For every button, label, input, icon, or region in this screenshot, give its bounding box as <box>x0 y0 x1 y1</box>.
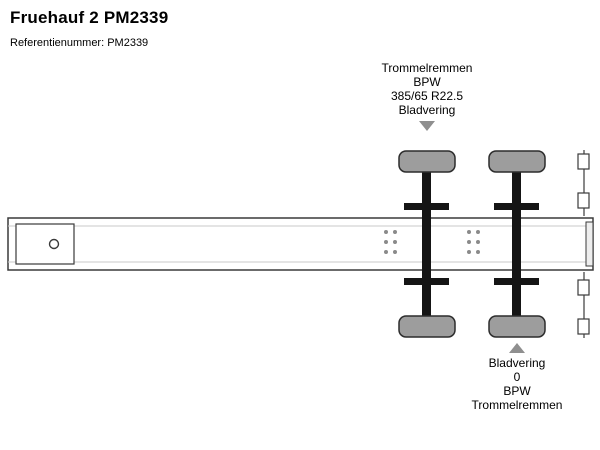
annotation-line: Bladvering <box>488 356 546 370</box>
annotation-line: 0 <box>513 370 521 384</box>
arrow-down-icon <box>419 121 435 131</box>
wheel <box>398 150 456 173</box>
bottom-annotation: Bladvering 0 BPW Trommelremmen <box>432 343 600 412</box>
wheel <box>398 315 456 338</box>
arrow-up-icon <box>509 343 525 353</box>
rear-end-plate <box>585 221 594 267</box>
axle-2 <box>488 150 546 338</box>
axle-1 <box>398 150 456 338</box>
wheel <box>488 315 546 338</box>
annotation-line: BPW <box>503 384 531 398</box>
reference-number: Referentienummer: PM2339 <box>10 37 149 49</box>
top-annotation: Trommelremmen BPW 385/65 R22.5 Bladverin… <box>342 61 512 131</box>
kingpin <box>48 238 60 250</box>
annotation-line: Trommelremmen <box>471 398 563 412</box>
annotation-line: BPW <box>413 75 441 89</box>
annotation-line: Trommelremmen <box>381 61 473 75</box>
bolt-holes <box>384 230 480 254</box>
annotation-line: Bladvering <box>398 103 456 117</box>
page-title: Fruehauf 2 PM2339 <box>10 8 169 27</box>
wheel <box>488 150 546 173</box>
annotation-line: 385/65 R22.5 <box>390 89 464 103</box>
rear-door-hinges <box>577 150 590 338</box>
kingpin-plate <box>15 223 75 265</box>
